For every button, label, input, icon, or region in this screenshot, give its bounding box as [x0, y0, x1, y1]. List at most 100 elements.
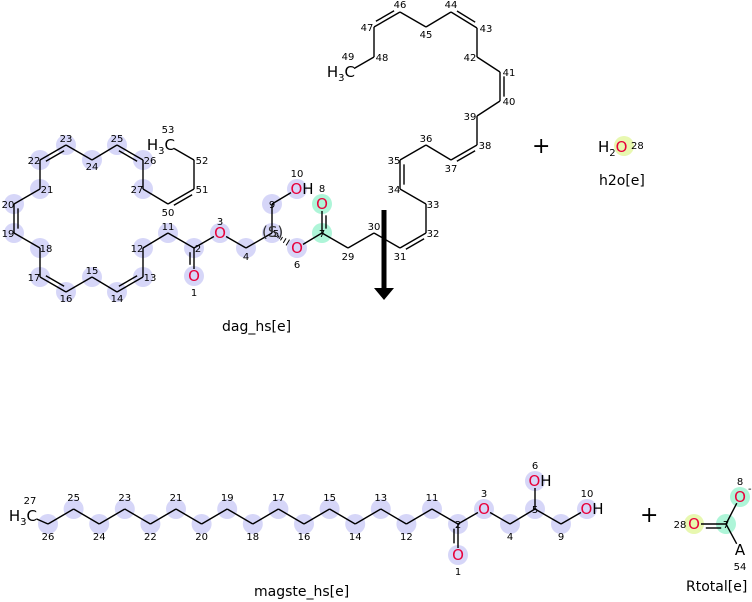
- magste-atom-number-17: 17: [272, 493, 285, 504]
- dag-atom-number-21: 21: [41, 185, 54, 196]
- magste-atom-number-25: 25: [67, 493, 80, 504]
- dag-atom-number-25: 25: [111, 134, 124, 145]
- dag-atom-number-7: 7: [319, 229, 325, 240]
- dag-bond-52-53: [173, 147, 195, 161]
- dag-atom-number-22: 22: [28, 156, 41, 167]
- dag-atom-number-3: 3: [217, 217, 223, 228]
- water-atom-number: 28: [631, 141, 644, 152]
- dag-atom-number-46: 46: [394, 0, 407, 11]
- dag-double-bond-50-51: [173, 194, 193, 206]
- dag-hash-bond: [277, 235, 280, 239]
- dag-atom-number-41: 41: [503, 68, 516, 79]
- rtotal-atom-number-7: 7: [723, 520, 729, 531]
- magste-atom-number-11: 11: [426, 493, 439, 504]
- rtotal-element-54: A: [735, 541, 746, 559]
- dag-atom-number-4: 4: [243, 252, 249, 263]
- dag-atom-number-49: 49: [342, 52, 355, 63]
- dag-bond-33-34: [399, 188, 427, 205]
- magste-bond-5-9: [534, 508, 562, 525]
- magste-atom-number-16: 16: [298, 532, 311, 543]
- dag-atom-number-5: 5: [273, 229, 279, 240]
- dag-bond-27-50: [142, 188, 169, 205]
- dag-bond-23-24: [65, 144, 93, 161]
- magste-atom-number-27: 27: [24, 496, 37, 507]
- dag-atom-highlight-8: [312, 194, 332, 214]
- magste-bond-23-22: [124, 508, 151, 525]
- dag-element-10: OH: [290, 180, 313, 198]
- magste-bond-22-21: [150, 508, 177, 525]
- dag-atom-highlight-1: [184, 266, 204, 286]
- water-formula: H2O: [598, 138, 627, 159]
- dag-atom-number-6: 6: [294, 260, 300, 271]
- dag-bond-45-46: [399, 11, 427, 28]
- magste-atom-number-26: 26: [42, 532, 55, 543]
- dag-bond-36-37: [425, 144, 452, 161]
- magste-bond-26-25: [47, 508, 74, 525]
- dag-element-8: O: [316, 195, 328, 213]
- dag-atom-number-34: 34: [388, 185, 401, 196]
- dag-bond-11-12: [142, 232, 169, 249]
- water-name: h2o[e]: [599, 173, 645, 189]
- dag-atom-number-37: 37: [445, 164, 458, 175]
- magste-atom-number-21: 21: [170, 493, 183, 504]
- water-oxygen-highlight: [614, 136, 634, 156]
- rtotal-element-8: O: [734, 488, 746, 506]
- dag-hash-bond: [285, 239, 290, 246]
- dag-atom-number-40: 40: [503, 97, 516, 108]
- magste-atom-number-14: 14: [349, 532, 362, 543]
- dag-double-bond-31-32: [405, 238, 425, 250]
- rtotal-atom-number-8: 8: [737, 477, 743, 488]
- dag-atom-number-19: 19: [2, 229, 15, 240]
- magste-atom-number-4: 4: [507, 532, 513, 543]
- dag-atom-number-36: 36: [420, 134, 433, 145]
- dag-bond-41-42: [476, 56, 501, 73]
- dag-bond-22-23: [39, 144, 67, 161]
- dag-atom-number-29: 29: [342, 252, 355, 263]
- dag-atom-number-39: 39: [464, 112, 477, 123]
- dag-atom-number-32: 32: [427, 229, 440, 240]
- magste-atom-number-20: 20: [195, 532, 208, 543]
- dag-atom-number-8: 8: [319, 184, 325, 195]
- bond-layer: [13, 10, 738, 548]
- rtotal-bond-7-8: [725, 502, 738, 525]
- dag-bond-43-44: [450, 11, 478, 29]
- magste-element-3: O: [478, 500, 490, 518]
- dag-double-bond-22-23: [45, 150, 65, 162]
- dag-atom-number-20: 20: [2, 200, 15, 211]
- dag-element-6: O: [291, 239, 303, 257]
- magste-bond-19-18: [226, 508, 254, 525]
- magste-bond-11-2: [431, 508, 459, 525]
- dag-atom-number-11: 11: [162, 222, 175, 233]
- dag-bond-39-40: [476, 100, 501, 117]
- magste-bond-27-26: [36, 518, 49, 525]
- magste-atom-number-1: 1: [455, 567, 461, 578]
- dag-atom-number-16: 16: [60, 294, 73, 305]
- dag-atom-number-2: 2: [195, 244, 201, 255]
- magste-atom-number-2: 2: [455, 520, 461, 531]
- dag-atom-number-52: 52: [196, 156, 209, 167]
- magste-atom-highlight-3: [474, 499, 494, 519]
- magste-atom-number-19: 19: [221, 493, 234, 504]
- dag-atom-highlight-10: [287, 179, 307, 199]
- dag-atom-number-26: 26: [144, 156, 157, 167]
- magste-atom-number-18: 18: [246, 532, 259, 543]
- dag-bond-16-17: [39, 276, 67, 293]
- magste-bond-16-15: [303, 508, 330, 525]
- magste-atom-number-13: 13: [374, 493, 387, 504]
- dag-atom-number-18: 18: [40, 244, 53, 255]
- magste-bond-15-14: [329, 508, 356, 525]
- magste-element-1: O: [452, 546, 464, 564]
- magste-atom-number-12: 12: [400, 532, 413, 543]
- magste-atom-highlight-6: [525, 471, 545, 491]
- dag-atom-number-38: 38: [479, 141, 492, 152]
- dag-atom-number-43: 43: [480, 24, 493, 35]
- magste-bond-14-13: [354, 508, 382, 525]
- magste-atom-number-3: 3: [481, 489, 487, 500]
- dag-atom-number-23: 23: [60, 134, 73, 145]
- dag-atom-number-51: 51: [196, 185, 209, 196]
- dag-hash-bond: [282, 238, 287, 244]
- dag-element-53: H3C: [147, 136, 175, 157]
- magste-atom-number-6: 6: [532, 461, 538, 472]
- dag-bond-14-15: [91, 276, 118, 293]
